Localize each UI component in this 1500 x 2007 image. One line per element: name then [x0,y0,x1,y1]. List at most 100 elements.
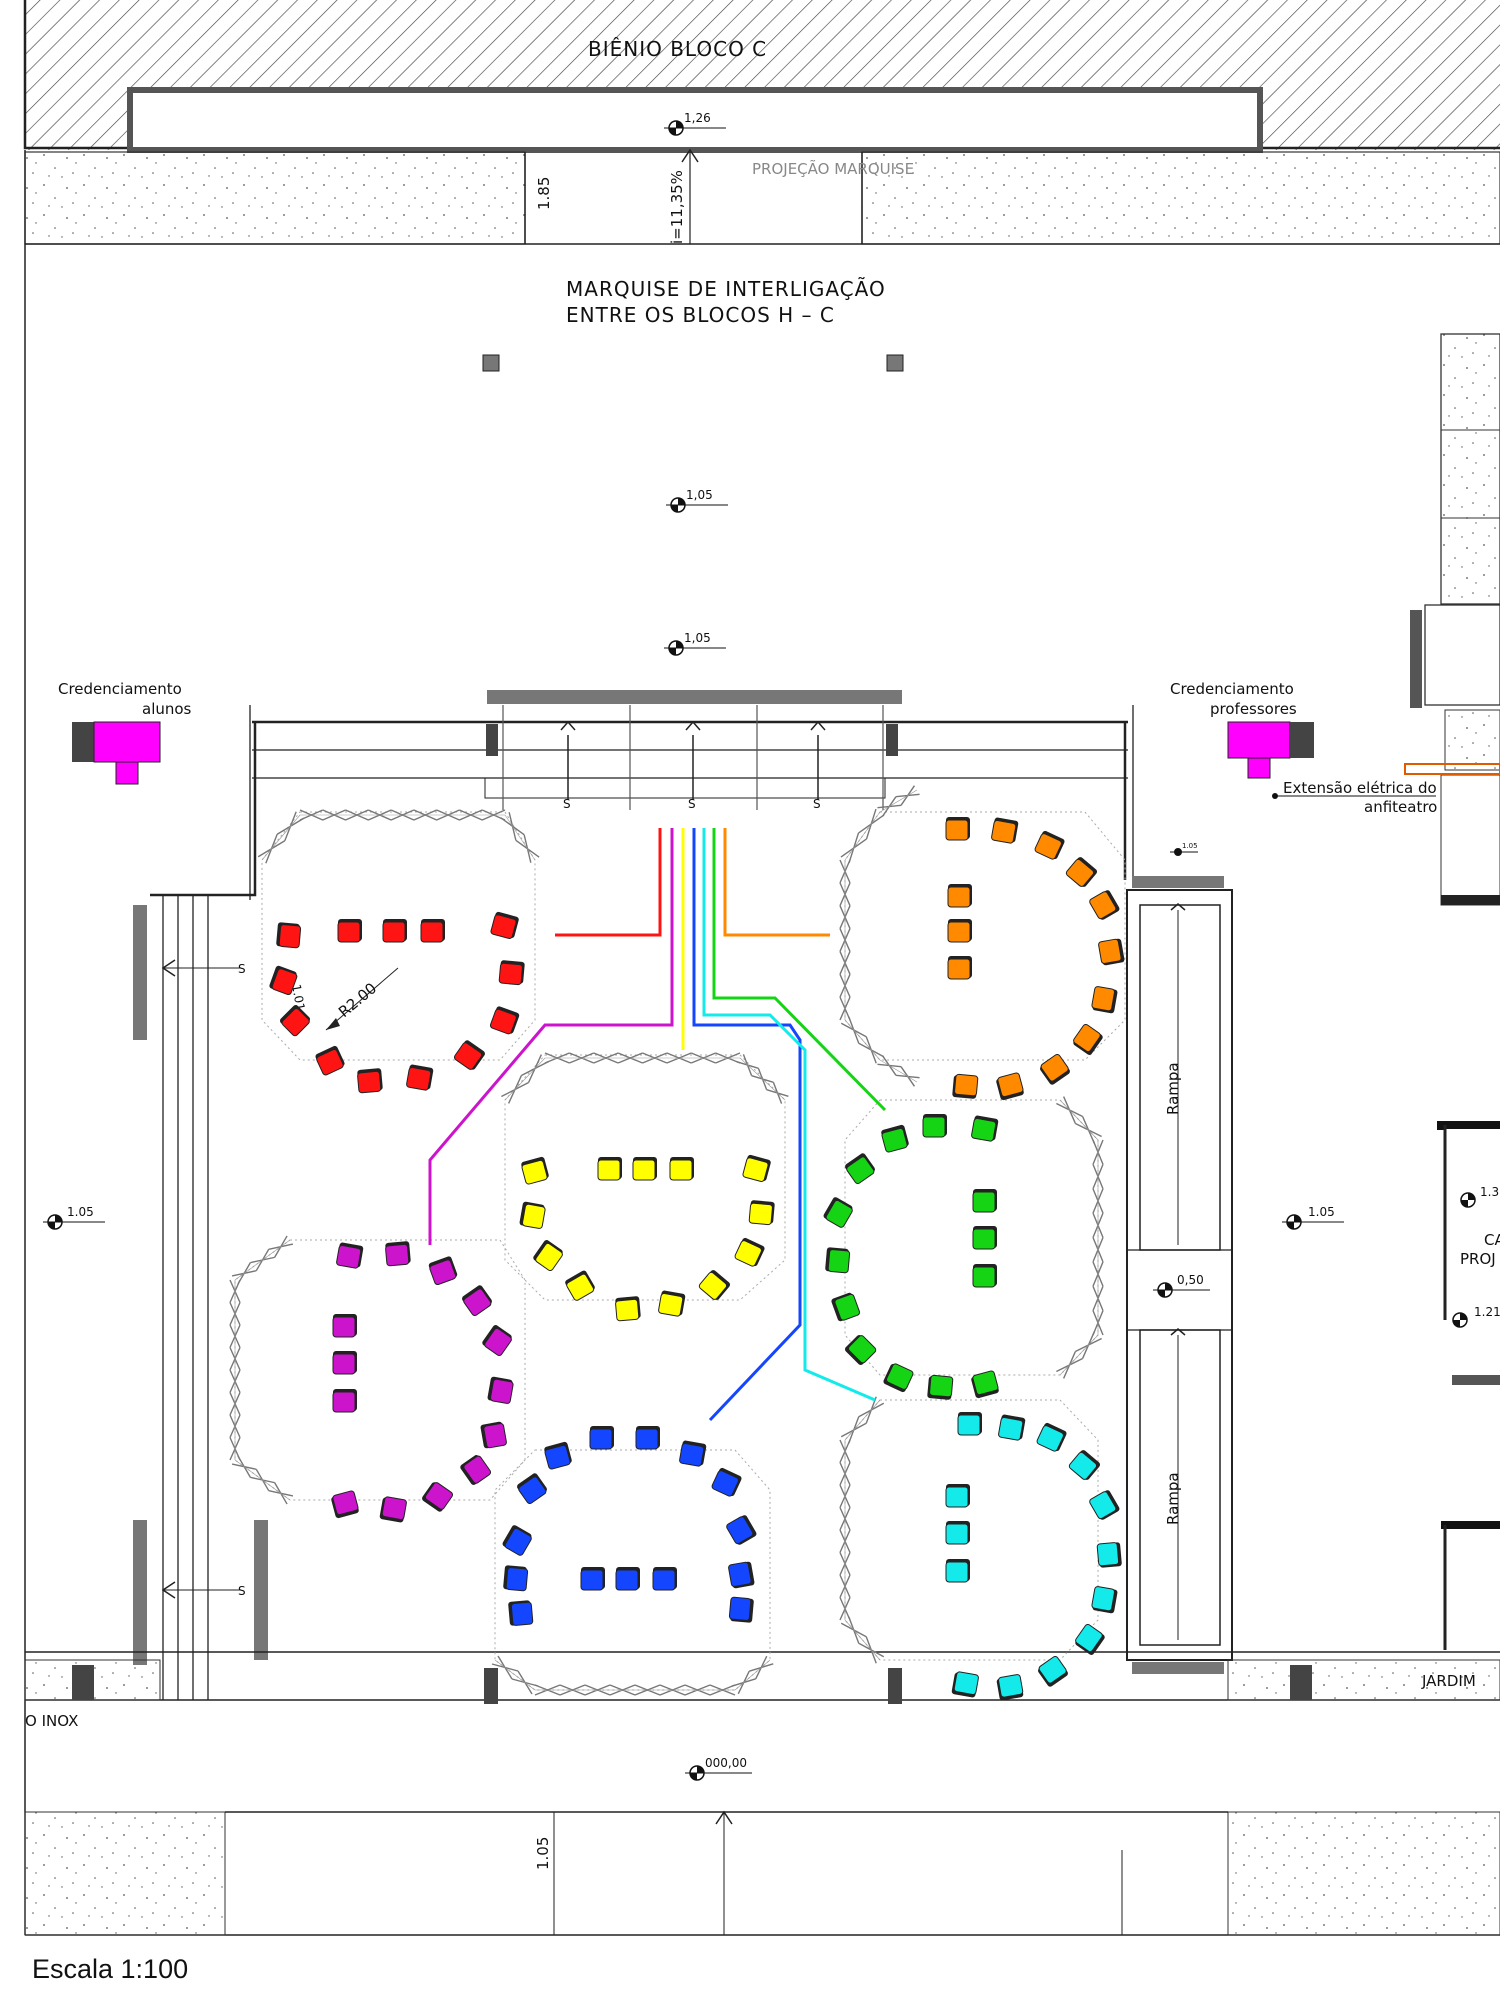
svg-text:000,00: 000,00 [705,1756,747,1770]
partition-panel [544,1052,741,1064]
seat-blue [679,1440,707,1467]
seat-orange [991,817,1019,844]
seat-yellow [521,1156,549,1185]
seat-yellow [658,1290,686,1317]
level-marker-ramp: 0,50 [1153,1273,1210,1298]
seat-cyan [1096,1542,1122,1568]
seat-cyan [998,1414,1026,1441]
seat-blue [580,1567,605,1591]
seat-green [831,1292,861,1322]
inox-label: O INOX [25,1712,78,1730]
marquee-projection-label: PROJEÇÃO MARQUISE [752,159,914,178]
partition-panel [877,785,920,817]
seat-red [269,965,298,996]
seating-group-orange [945,817,1125,1101]
cable-route-orange [723,828,830,937]
seat-blue [502,1525,532,1556]
partition-panel [500,812,540,863]
group-enclosure [844,811,1126,1061]
level-marker-small: 1.05 [1170,842,1198,856]
seat-magenta [422,1482,454,1512]
seat-red [315,1045,345,1076]
group-enclosure [504,1054,786,1301]
svg-text:professores: professores [1210,700,1297,718]
seat-magenta [480,1421,507,1449]
svg-text:0,50: 0,50 [1177,1273,1204,1287]
seat-yellow [748,1200,775,1226]
svg-text:S: S [813,797,821,811]
dim-bottom-label: 1.05 [534,1837,552,1870]
seat-green [972,1226,997,1250]
seat-orange [947,919,972,943]
svg-text:Credenciamento: Credenciamento [1170,680,1294,698]
seat-orange [1073,1023,1103,1055]
svg-text:1,05: 1,05 [684,631,711,645]
seat-magenta [385,1241,411,1267]
cable-route-magenta [428,828,674,1245]
cable-routes [428,828,887,1422]
upper-stairs: S S S [249,690,1134,900]
seat-cyan [945,1484,970,1508]
seat-green [972,1264,997,1288]
slope-label: i=11,35% [668,170,686,244]
seat-blue [517,1473,547,1505]
seat-orange [952,1073,979,1099]
seat-magenta [482,1325,512,1357]
partition-panel [501,1054,549,1104]
partition-panel [229,1279,241,1461]
seat-red [279,1004,311,1037]
svg-text:anfiteatro: anfiteatro [1364,798,1437,816]
seat-green [971,1115,999,1142]
seat-blue [711,1467,742,1497]
seat-cyan [957,1412,982,1436]
seat-yellow [742,1154,771,1183]
seat-orange [1034,830,1065,860]
svg-text:1.01: 1.01 [289,983,307,1012]
seating-group-cyan [945,1412,1122,1701]
seat-cyan [1068,1450,1101,1480]
marquee-strip: PROJEÇÃO MARQUISE i=11,35% 1.85 [24,148,1500,245]
seat-cyan [945,1521,970,1545]
garden-label: JARDIM [1421,1672,1476,1690]
seat-blue [615,1567,640,1591]
cable-route-blue [692,828,802,1422]
svg-text:1.05: 1.05 [67,1205,94,1219]
partition-panel [1056,1096,1102,1144]
partial-ca-label: CA [1484,1231,1500,1249]
svg-text:S: S [688,797,696,811]
partition-panel [257,811,305,864]
partition-panel [534,1684,736,1696]
seat-red [489,1006,520,1035]
seat-orange [1089,890,1120,920]
level-marker-left: 1.05 [43,1205,105,1230]
seat-cyan [951,1671,979,1698]
partition-panel [736,1054,789,1104]
svg-text:1,05: 1,05 [686,488,713,502]
top-block-label: BIÊNIO BLOCO C [588,37,767,61]
marquee-title-line2: ENTRE OS BLOCOS H – C [566,303,835,327]
bottom-strip: 1.05 [24,1810,1500,1936]
partition-panel [231,1235,294,1285]
partition-panel [877,1055,920,1087]
seat-yellow [615,1296,641,1322]
partition-panel [840,1016,885,1064]
seating-group-magenta [331,1241,514,1523]
credential-desk-teachers: Credenciamento professores [1170,680,1314,779]
seat-magenta [332,1389,357,1413]
seating-group-green [823,1114,999,1400]
seat-orange [1040,1053,1070,1085]
seat-cyan [1036,1422,1067,1452]
ramp: Rampa Rampa [1126,889,1233,1661]
svg-text:1,26: 1,26 [684,111,711,125]
level-marker-upper2: 1,05 [664,631,726,656]
seat-magenta [331,1490,359,1519]
extension-cable: Extensão elétrica do anfiteatro [1272,763,1500,816]
seat-red [337,919,362,943]
seat-orange [1091,986,1118,1014]
seat-blue [508,1600,534,1626]
seat-blue [503,1565,529,1592]
seat-orange [1065,857,1098,887]
seat-cyan [1089,1490,1120,1520]
svg-text:S: S [238,962,246,976]
